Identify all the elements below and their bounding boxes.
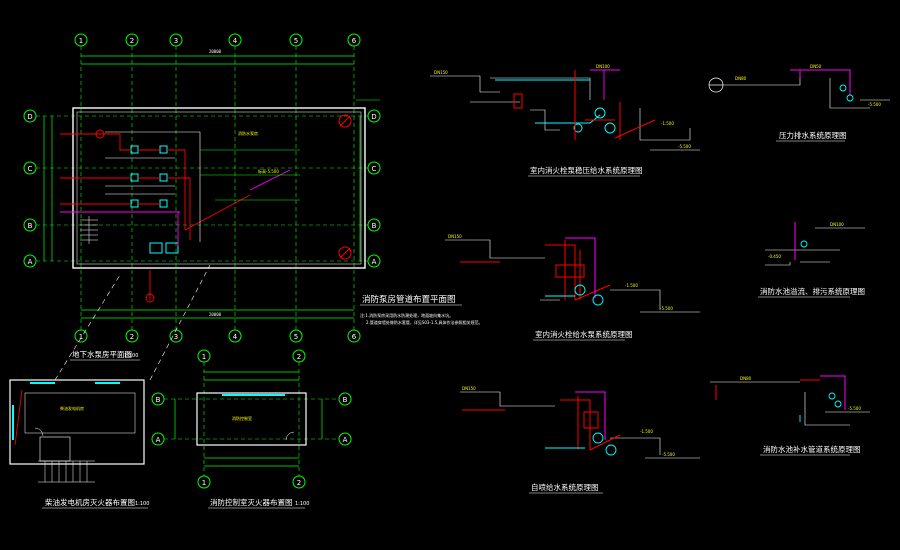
pipe-label: DN150 [462,386,476,391]
plan-main-note-2: 2.管道穿墙处做防水套管，详见S03-1.5,具体作法参照相关规范。 [366,319,483,325]
axis-col-label: 5 [294,333,298,341]
pump-room-inner [76,111,362,265]
axis-col-label: 1 [202,353,206,361]
plan-main-note-1: 注:1.消防泵房采用防水防潮处理，地面坡向集水坑。 [360,312,453,318]
axis-grid [36,46,368,330]
elevation-label: -1.500 [661,121,674,126]
dimension-lines [43,55,361,319]
pipe-label: DN100 [596,64,610,69]
axis-col-label: 4 [233,37,238,45]
axis-col-label: 6 [352,37,357,45]
elevation-label: -1.500 [640,429,653,434]
elevation-label: -1.500 [625,283,638,288]
axis-row-label: D [27,113,32,121]
axis-row-label: C [372,165,377,173]
axis-bubbles-right [367,109,381,268]
detail-callout-lines [54,264,211,381]
dimension-total-bottom: 20000 [209,312,222,317]
axis-bubbles-bottom [74,329,361,343]
axis-col-label: 3 [174,37,178,45]
elevation-label: -5.500 [678,144,691,149]
pipes-magenta [60,169,291,246]
drain-pits [338,114,352,260]
axis-col-label: 6 [352,333,357,341]
control-room-label: 消防控制室 [232,415,252,421]
pump-room-label: 消防水泵房 [238,130,258,136]
axis-row-label: B [28,222,33,230]
plan-main-caption: 消防泵房管道布置平面图 [362,294,456,305]
pipes-red [60,129,251,303]
axis-col-label: 1 [202,479,206,487]
control-plan: 1 2 1 2 B A B A 消防控制室 消防控制室灭火器布置图 1:100 [151,349,352,509]
axis-col-label: 3 [174,333,178,341]
plan-sub-scale: 1:100 [124,353,138,359]
pipe-label: DN150 [434,70,448,75]
axis-bubbles-left [23,109,37,268]
dimension-total-top: 20000 [209,49,222,54]
annotation-leaders [200,99,380,201]
elevation-label: -5.500 [848,406,861,411]
pipes-white [105,131,201,242]
diagram-pressure-drain: DN80 DN50 -5.500 压力排水系统原理图 [708,64,890,142]
pipe-label: DN80 [740,376,752,381]
axis-col-label: 1 [79,37,83,45]
axis-row-label: A [28,258,33,266]
main-plan: 1 2 3 4 5 6 1 2 3 4 5 6 D C B A [23,33,483,381]
pipe-label: DN100 [830,222,844,227]
axis-row-label: A [343,436,348,444]
pipe-label: DN50 [810,64,822,69]
axis-col-label: 2 [297,353,301,361]
pump-units [130,145,179,254]
generator-scale: 1:100 [135,501,149,507]
elevation-label: -5.500 [868,102,881,107]
generator-plan: 柴油发电机房 柴油发电机房灭火器布置图 1:100 [9,379,149,509]
pipe-label: DN80 [735,76,747,81]
diagram-1-caption: 室内消火栓泵稳压给水系统原理图 [530,165,643,175]
axis-bubbles-top [74,33,361,47]
diagram-5-caption: 自喷给水系统原理图 [531,482,599,492]
axis-col-label: 2 [130,37,134,45]
diagram-refill: DN80 -5.500 消防水池补水管道系统原理图 [710,375,870,456]
axis-row-label: D [371,113,376,121]
axis-row-label: C [28,165,33,173]
diagram-overflow-drain: -0.450 DN100 消防水池溢流、排污系统原理图 [758,222,865,298]
axis-col-label: 2 [130,333,134,341]
door-swing [34,427,44,437]
axis-row-label: B [372,222,377,230]
stair-symbol [80,216,98,244]
generator-caption: 柴油发电机房灭火器布置图 [45,497,135,507]
diagram-4-caption: 消防水池溢流、排污系统原理图 [760,286,865,296]
diagram-sprinkler: DN150 -1.500 -5.500 自喷给水系统原理图 [460,386,700,494]
diagram-6-caption: 消防水池补水管道系统原理图 [763,444,861,454]
level-label: 标高-5.500 [258,168,279,174]
axis-col-label: 5 [294,37,298,45]
pump-room-wall [72,107,366,269]
axis-col-label: 1 [79,333,83,341]
axis-col-label: 2 [297,479,301,487]
elevation-label: -0.450 [768,254,781,259]
generator-room-label: 柴油发电机房 [60,405,84,411]
diagram-2-caption: 压力排水系统原理图 [779,130,847,140]
diagram-hydrant-pump: DN150 -1.500 -5.500 室内消火栓给水泵系统原理图 [445,234,700,341]
control-caption: 消防控制室灭火器布置图 [210,497,293,507]
fire-pipe [14,389,23,446]
diagram-3-caption: 室内消火栓给水泵系统原理图 [535,329,633,339]
control-scale: 1:100 [295,501,309,507]
pipe-label: DN150 [448,234,462,239]
elevation-label: -5.500 [660,306,673,311]
axis-row-label: B [156,396,161,404]
elevation-label: -5.500 [662,452,675,457]
plan-sub-caption: 地下水泵房平面图 [72,349,132,359]
axis-row-label: A [372,258,377,266]
axis-col-label: 4 [233,333,238,341]
axis-row-label: B [343,396,348,404]
axis-row-label: A [156,436,161,444]
diagram-hydrant-pressure: DN150 DN100 -1.500 -5.500 室内消火栓泵稳压给水系统原理… [430,64,700,177]
